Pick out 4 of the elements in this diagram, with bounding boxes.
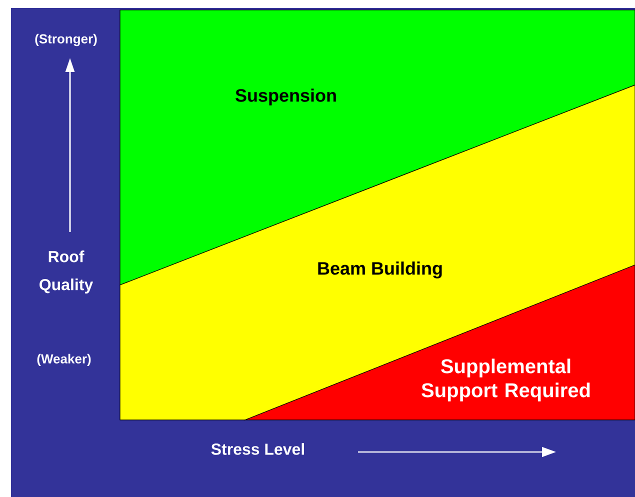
axis-label: (Stronger) (35, 34, 97, 46)
axis-label: Roof Quality (40, 250, 94, 294)
axis-label: Stress Level (211, 443, 304, 455)
axis-label: (Weaker) (37, 354, 91, 366)
